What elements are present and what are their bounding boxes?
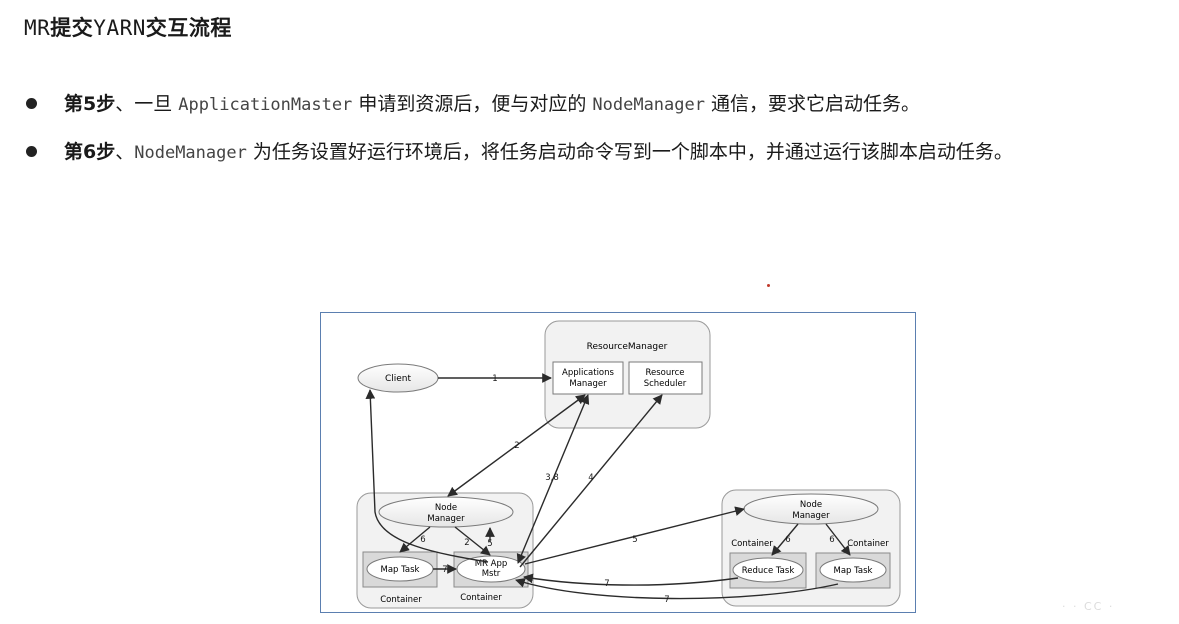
arrow-label: 4 xyxy=(588,473,593,483)
resource-scheduler-box xyxy=(628,361,703,395)
client-label: Client xyxy=(385,374,412,384)
resource-scheduler-line-1: Resource xyxy=(646,368,685,378)
step-text: 为任务设置好运行环境后，将任务启动命令写到一个脚本中，并通过运行该脚本启动任务。 xyxy=(246,141,1013,163)
left-nm-line-1: Node xyxy=(435,503,457,513)
right-map-task xyxy=(819,557,887,583)
arrow-label: 6 xyxy=(829,535,834,545)
left-container-label: Container xyxy=(380,595,422,605)
arrow-right-map-to-mrapp xyxy=(515,578,839,600)
arrow-reduce-to-mrapp xyxy=(523,573,739,586)
bullet-icon xyxy=(26,98,37,109)
step-text: 一旦 xyxy=(134,93,179,115)
right-container-right-label: Container xyxy=(847,539,889,549)
left-node-manager xyxy=(378,496,514,528)
resource-manager-title: ResourceManager xyxy=(587,342,668,352)
step-separator: 、 xyxy=(115,93,135,115)
left-nm-line-2: Manager xyxy=(427,514,465,524)
arrow-label: 7 xyxy=(604,579,609,589)
title-strong-1: 提交 xyxy=(50,16,94,40)
right-nm-line-1: Node xyxy=(800,500,822,510)
resource-scheduler-line-2: Scheduler xyxy=(644,379,687,389)
left-map-task-label: Map Task xyxy=(381,565,420,575)
arrow-label: 7 xyxy=(664,595,669,605)
arrow-mrapp-to-scheduler xyxy=(519,394,663,568)
applications-manager-box xyxy=(552,361,624,395)
mr-app-line-2: Mstr xyxy=(482,569,501,579)
arrow-right-nm-to-map xyxy=(825,523,851,556)
arrow-label: 3,8 xyxy=(545,473,559,483)
applications-manager-line-2: Manager xyxy=(569,379,607,389)
arrow-label: 6 xyxy=(785,535,790,545)
arrow-mrapp-to-apps xyxy=(516,394,590,564)
step-text: 通信，要求它启动任务。 xyxy=(704,93,921,115)
arrow-label: 2 xyxy=(514,441,519,451)
step-separator: 、 xyxy=(115,141,135,163)
arrow-label: 5 xyxy=(632,535,637,545)
title-middle: YARN xyxy=(93,16,146,40)
step-item-6: 第6步、NodeManager 为任务设置好运行环境后，将任务启动命令写到一个脚… xyxy=(26,136,1013,184)
reduce-task xyxy=(732,557,804,583)
right-nm-line-2: Manager xyxy=(792,511,830,521)
arrow-right-nm-to-reduce xyxy=(771,523,799,556)
arrow-mrapp-to-right-nm xyxy=(524,506,745,565)
right-map-task-label: Map Task xyxy=(834,566,873,576)
step-list: 第5步、一旦 ApplicationMaster 申请到资源后，便与对应的 No… xyxy=(26,88,1013,184)
arrow-label: 2 xyxy=(464,538,469,548)
arrow-label: 7 xyxy=(442,565,447,575)
applications-manager-line-1: Applications xyxy=(562,368,614,378)
title-prefix: MR xyxy=(24,16,51,40)
yarn-flow-diagram: ResourceManager Applications Manager Res… xyxy=(320,312,916,613)
arrow-nm-to-maptask xyxy=(399,526,431,553)
step-item-5: 第5步、一旦 ApplicationMaster 申请到资源后，便与对应的 No… xyxy=(26,88,1013,136)
step-label: 第5步 xyxy=(64,93,116,115)
step-code: NodeManager xyxy=(592,95,705,115)
step-code: ApplicationMaster xyxy=(178,95,353,115)
right-container-left-label: Container xyxy=(731,539,773,549)
reduce-task-label: Reduce Task xyxy=(742,566,795,576)
mr-app-line-1: MR App xyxy=(475,559,508,569)
step-text: 申请到资源后，便与对应的 xyxy=(352,93,593,115)
title-strong-2: 交互流程 xyxy=(145,16,232,40)
arrow-nm-to-mrapp xyxy=(454,526,491,556)
step-label: 第6步 xyxy=(64,141,116,163)
arrow-label: 1 xyxy=(492,374,497,384)
right-container-label: Container xyxy=(460,593,502,603)
arrow-label: 6 xyxy=(420,535,425,545)
arrow-label: 5 xyxy=(487,539,492,549)
watermark: · · СС · xyxy=(1062,600,1115,613)
step-code: NodeManager xyxy=(134,143,247,163)
bullet-icon xyxy=(26,146,37,157)
mr-app-master xyxy=(456,555,526,583)
stray-dot xyxy=(767,284,770,287)
page-title: MR提交YARN交互流程 xyxy=(24,12,232,42)
